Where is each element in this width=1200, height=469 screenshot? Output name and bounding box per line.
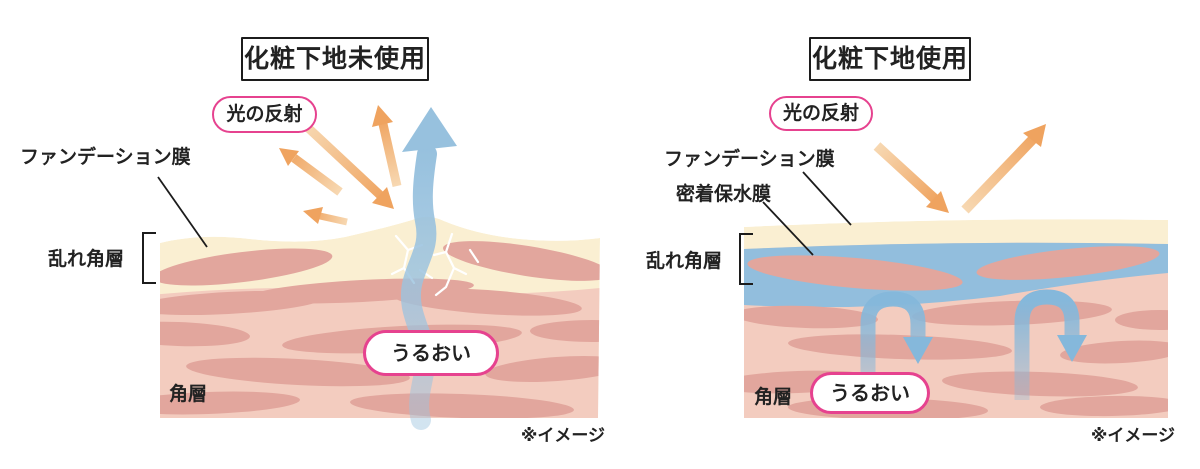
right-title: 化粧下地使用 xyxy=(809,37,971,81)
bracket-disordered-right xyxy=(739,233,753,285)
pointer-line-foundation-right xyxy=(802,171,852,226)
left-image-note: ※イメージ xyxy=(520,426,605,446)
left-moisture-badge: うるおい xyxy=(363,330,499,376)
right-disordered-layer-label: 乱れ角層 xyxy=(646,250,723,272)
skin-cross-section-left xyxy=(142,105,600,430)
bracket-disordered-left xyxy=(142,232,156,284)
right-image-note: ※イメージ xyxy=(1090,426,1175,446)
right-light-reflection-badge: 光の反射 xyxy=(769,96,873,131)
left-light-reflection-badge: 光の反射 xyxy=(212,96,317,133)
right-foundation-film-label: ファンデーション膜 xyxy=(664,148,835,170)
right-moisture-badge: うるおい xyxy=(810,372,930,414)
reflected-light-rays-icon xyxy=(873,124,1046,214)
pointer-line-foundation-left xyxy=(157,176,208,248)
scattered-light-rays-icon xyxy=(279,105,402,226)
left-foundation-film-label: ファンデーション膜 xyxy=(20,146,191,168)
right-stratum-label: 角層 xyxy=(754,386,793,408)
left-disordered-layer-label: 乱れ角層 xyxy=(48,248,125,270)
pointer-line-sealing-film xyxy=(762,201,814,256)
left-stratum-label: 角層 xyxy=(169,383,208,405)
left-title: 化粧下地未使用 xyxy=(241,37,429,81)
foundation-layer-right xyxy=(744,219,1168,249)
moisture-uturn-arrow-icon xyxy=(860,289,1087,400)
right-sealing-film-label: 密着保水膜 xyxy=(676,183,772,205)
